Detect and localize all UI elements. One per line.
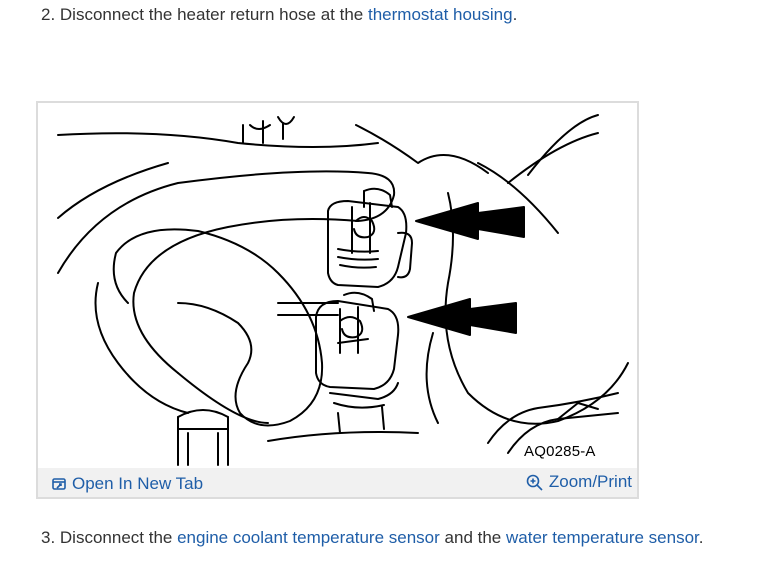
open-new-tab-icon: [52, 477, 66, 491]
step-3-period: .: [698, 528, 704, 547]
figure-code-label: AQ0285-A: [524, 443, 596, 460]
step-2-instruction: 2. Disconnect the heater return hose at …: [41, 4, 517, 26]
step-2-period: .: [512, 5, 518, 24]
open-new-tab-label: Open In New Tab: [72, 474, 204, 493]
water-temperature-sensor-link[interactable]: water temperature sensor: [505, 528, 699, 547]
heater-hose-diagram: [57, 114, 629, 466]
open-new-tab-button[interactable]: Open In New Tab: [52, 474, 203, 494]
step-3-text-1: 3. Disconnect the: [41, 528, 178, 547]
step-3-instruction: 3. Disconnect the engine coolant tempera…: [41, 527, 703, 549]
thermostat-housing-link[interactable]: thermostat housing: [367, 5, 513, 24]
zoom-in-icon: [526, 474, 543, 491]
zoom-print-button[interactable]: Zoom/Print: [526, 472, 632, 492]
diagram-figure: AQ0285-A Open In New Tab Zoom/Print: [36, 101, 639, 499]
step-3-text-2: and the: [439, 528, 506, 547]
step-2-text: 2. Disconnect the heater return hose at …: [41, 5, 368, 24]
zoom-print-label: Zoom/Print: [548, 472, 632, 491]
engine-coolant-temperature-sensor-link[interactable]: engine coolant temperature sensor: [177, 528, 440, 547]
figure-toolbar: Open In New Tab Zoom/Print: [38, 468, 637, 497]
